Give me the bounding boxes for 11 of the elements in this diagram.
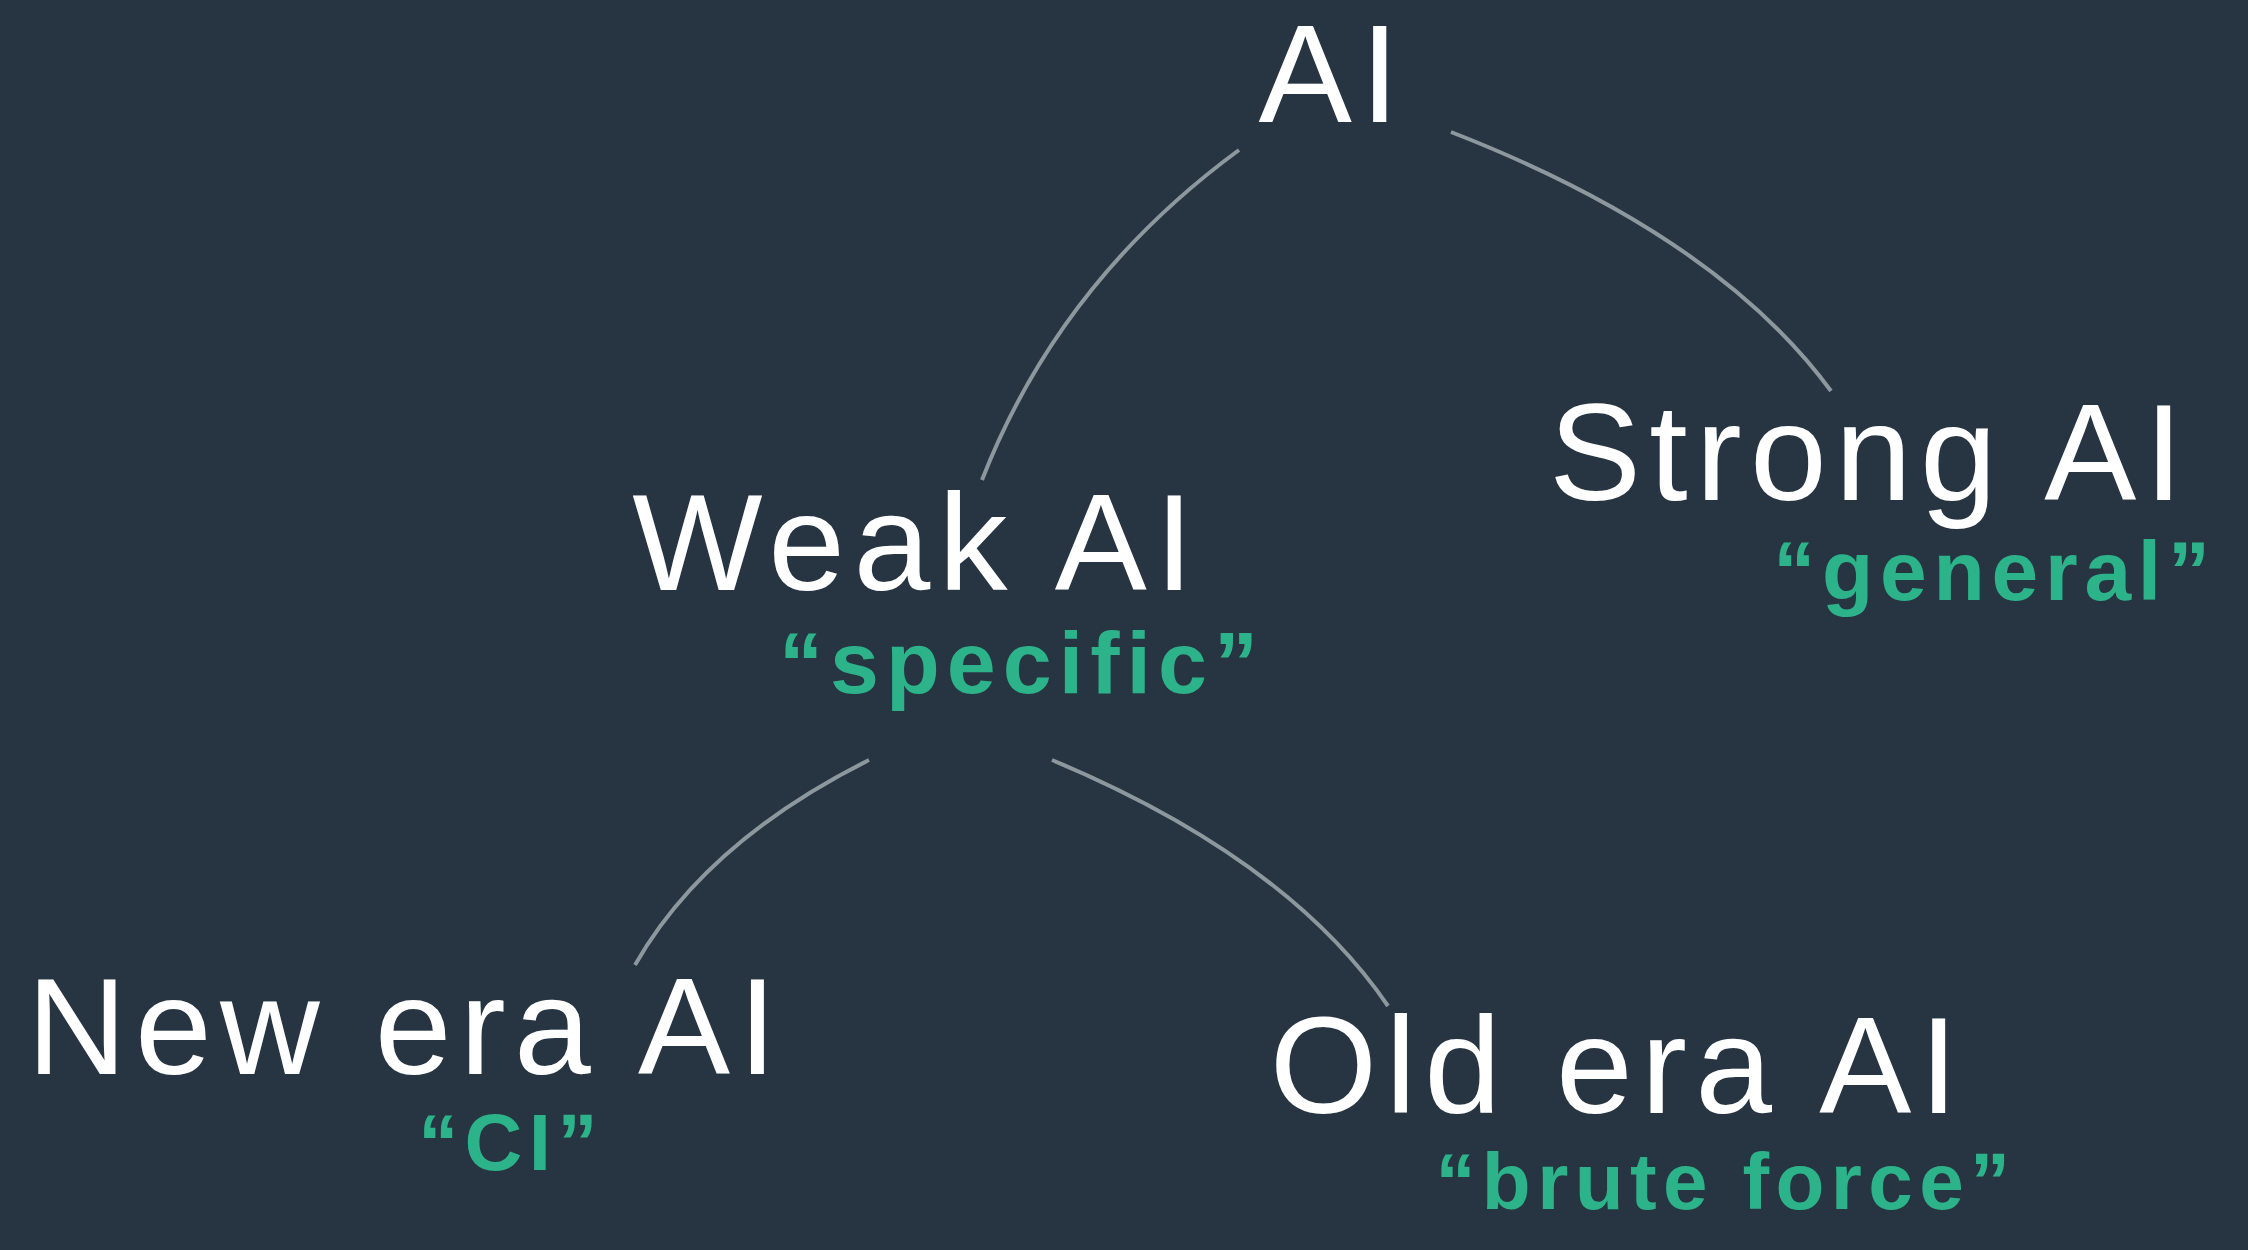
node-subtitle: “CI”: [418, 1098, 604, 1187]
node-title: Weak AI: [632, 470, 1202, 615]
node-title: New era AI: [27, 954, 785, 1099]
connector-line: [980, 148, 1241, 481]
connector-line: [633, 758, 870, 967]
node-subtitle: “brute force”: [1435, 1137, 2017, 1226]
node-title: AI: [1258, 0, 1408, 147]
connector-line: [1051, 758, 1390, 1008]
connector-line: [1450, 130, 1833, 393]
node-subtitle: “specific”: [778, 614, 1266, 712]
node-title: Old era AI: [1269, 993, 1967, 1138]
